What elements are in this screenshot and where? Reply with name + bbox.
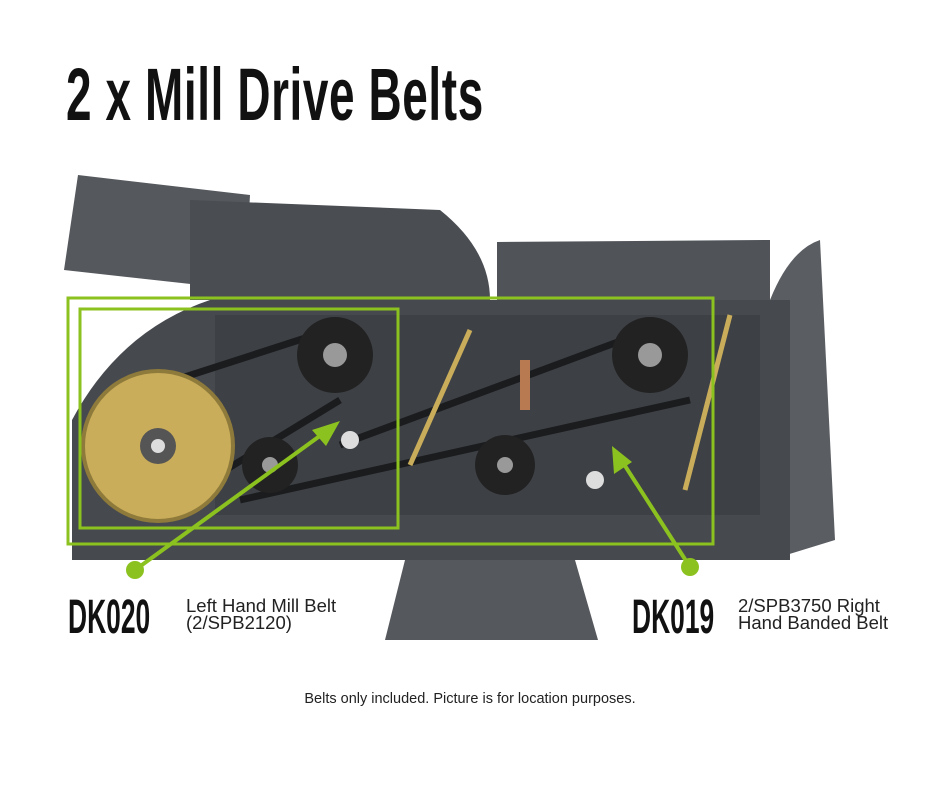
left-belt-highlight-box bbox=[78, 307, 400, 530]
dk020-description-line2: (2/SPB2120) bbox=[186, 612, 292, 633]
page-title: 2 x Mill Drive Belts bbox=[66, 53, 484, 136]
right-belt-highlight-box bbox=[66, 296, 715, 546]
tensioner-springs bbox=[407, 314, 733, 491]
pulley bbox=[242, 317, 688, 495]
footer-note: Belts only included. Picture is for loca… bbox=[304, 691, 636, 707]
fan-pulley bbox=[81, 369, 235, 523]
dk019-description-line2: Hand Banded Belt bbox=[738, 612, 889, 633]
dk019-part-code: DK019 bbox=[632, 591, 715, 644]
dk020-part-code: DK020 bbox=[68, 591, 151, 644]
dk019-description-line1: 2/SPB3750 Right bbox=[738, 595, 880, 616]
dk019-description: 2/SPB3750 Right Hand Banded Belt bbox=[738, 595, 889, 633]
dk020-pointer-arrow bbox=[126, 421, 340, 579]
dk020-description: Left Hand Mill Belt (2/SPB2120) bbox=[186, 595, 337, 633]
dk020-description-line1: Left Hand Mill Belt bbox=[186, 595, 337, 616]
dk019-pointer-arrow bbox=[612, 446, 699, 576]
